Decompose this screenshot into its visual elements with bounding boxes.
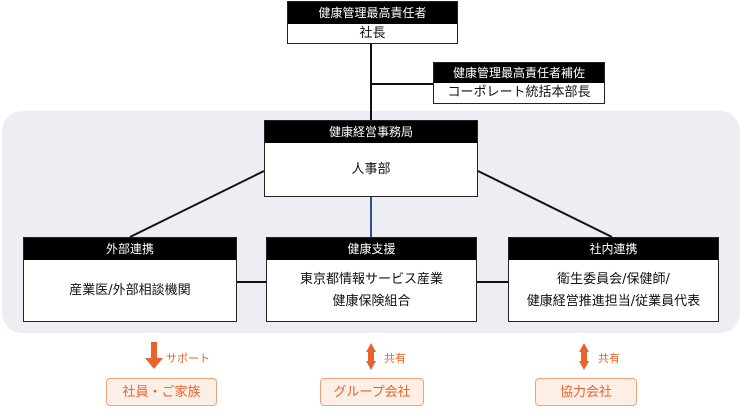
box-body: 産業医/外部相談機関	[69, 282, 191, 298]
support-arrow-label: サポート	[166, 352, 210, 365]
box-header: 健康管理最高責任者	[288, 2, 457, 24]
box-body: 東京都情報サービス産業 健康保険組合	[267, 260, 476, 321]
share-arrow-label: 共有	[598, 352, 620, 365]
box-body: 衛生委員会/保健師/ 健康経営推進担当/従業員代表	[509, 260, 718, 321]
box-body: 社長	[359, 26, 386, 41]
arrow-updown-icon	[366, 343, 376, 370]
health-office-box: 健康経営事務局 人事部	[264, 120, 478, 197]
internal-cooperation-box: 社内連携 衛生委員会/保健師/ 健康経営推進担当/従業員代表	[508, 237, 719, 322]
box-header: 外部連携	[24, 238, 236, 260]
box-header: 健康支援	[267, 238, 476, 260]
assistant-officer-box: 健康管理最高責任者補佐 コーポレート統括本部長	[433, 62, 605, 104]
support-body-line1: 東京都情報サービス産業	[299, 271, 443, 287]
group-companies-pill: グループ会社	[320, 378, 424, 406]
internal-body-line1: 衛生委員会/保健師/	[557, 271, 670, 287]
box-body: 人事部	[351, 161, 391, 177]
health-support-box: 健康支援 東京都情報サービス産業 健康保険組合	[266, 237, 477, 322]
office-to-external-line	[129, 170, 265, 238]
chief-officer-box: 健康管理最高責任者 社長	[287, 1, 458, 44]
arrow-down-icon	[145, 342, 163, 369]
external-cooperation-box: 外部連携 産業医/外部相談機関	[23, 237, 237, 322]
box-header: 健康管理最高責任者補佐	[434, 63, 604, 83]
share-arrow-label: 共有	[384, 352, 406, 365]
arrow-updown-icon	[579, 343, 589, 370]
partner-companies-pill: 協力会社	[535, 378, 637, 406]
office-to-internal-line	[477, 170, 613, 238]
support-body-line2: 健康保険組合	[332, 293, 411, 309]
box-body: コーポレート統括本部長	[447, 85, 591, 100]
box-header: 健康経営事務局	[265, 121, 477, 143]
box-header: 社内連携	[509, 238, 718, 260]
internal-body-line2: 健康経営推進担当/従業員代表	[526, 293, 701, 309]
employees-families-pill: 社員・ご家族	[106, 378, 217, 406]
